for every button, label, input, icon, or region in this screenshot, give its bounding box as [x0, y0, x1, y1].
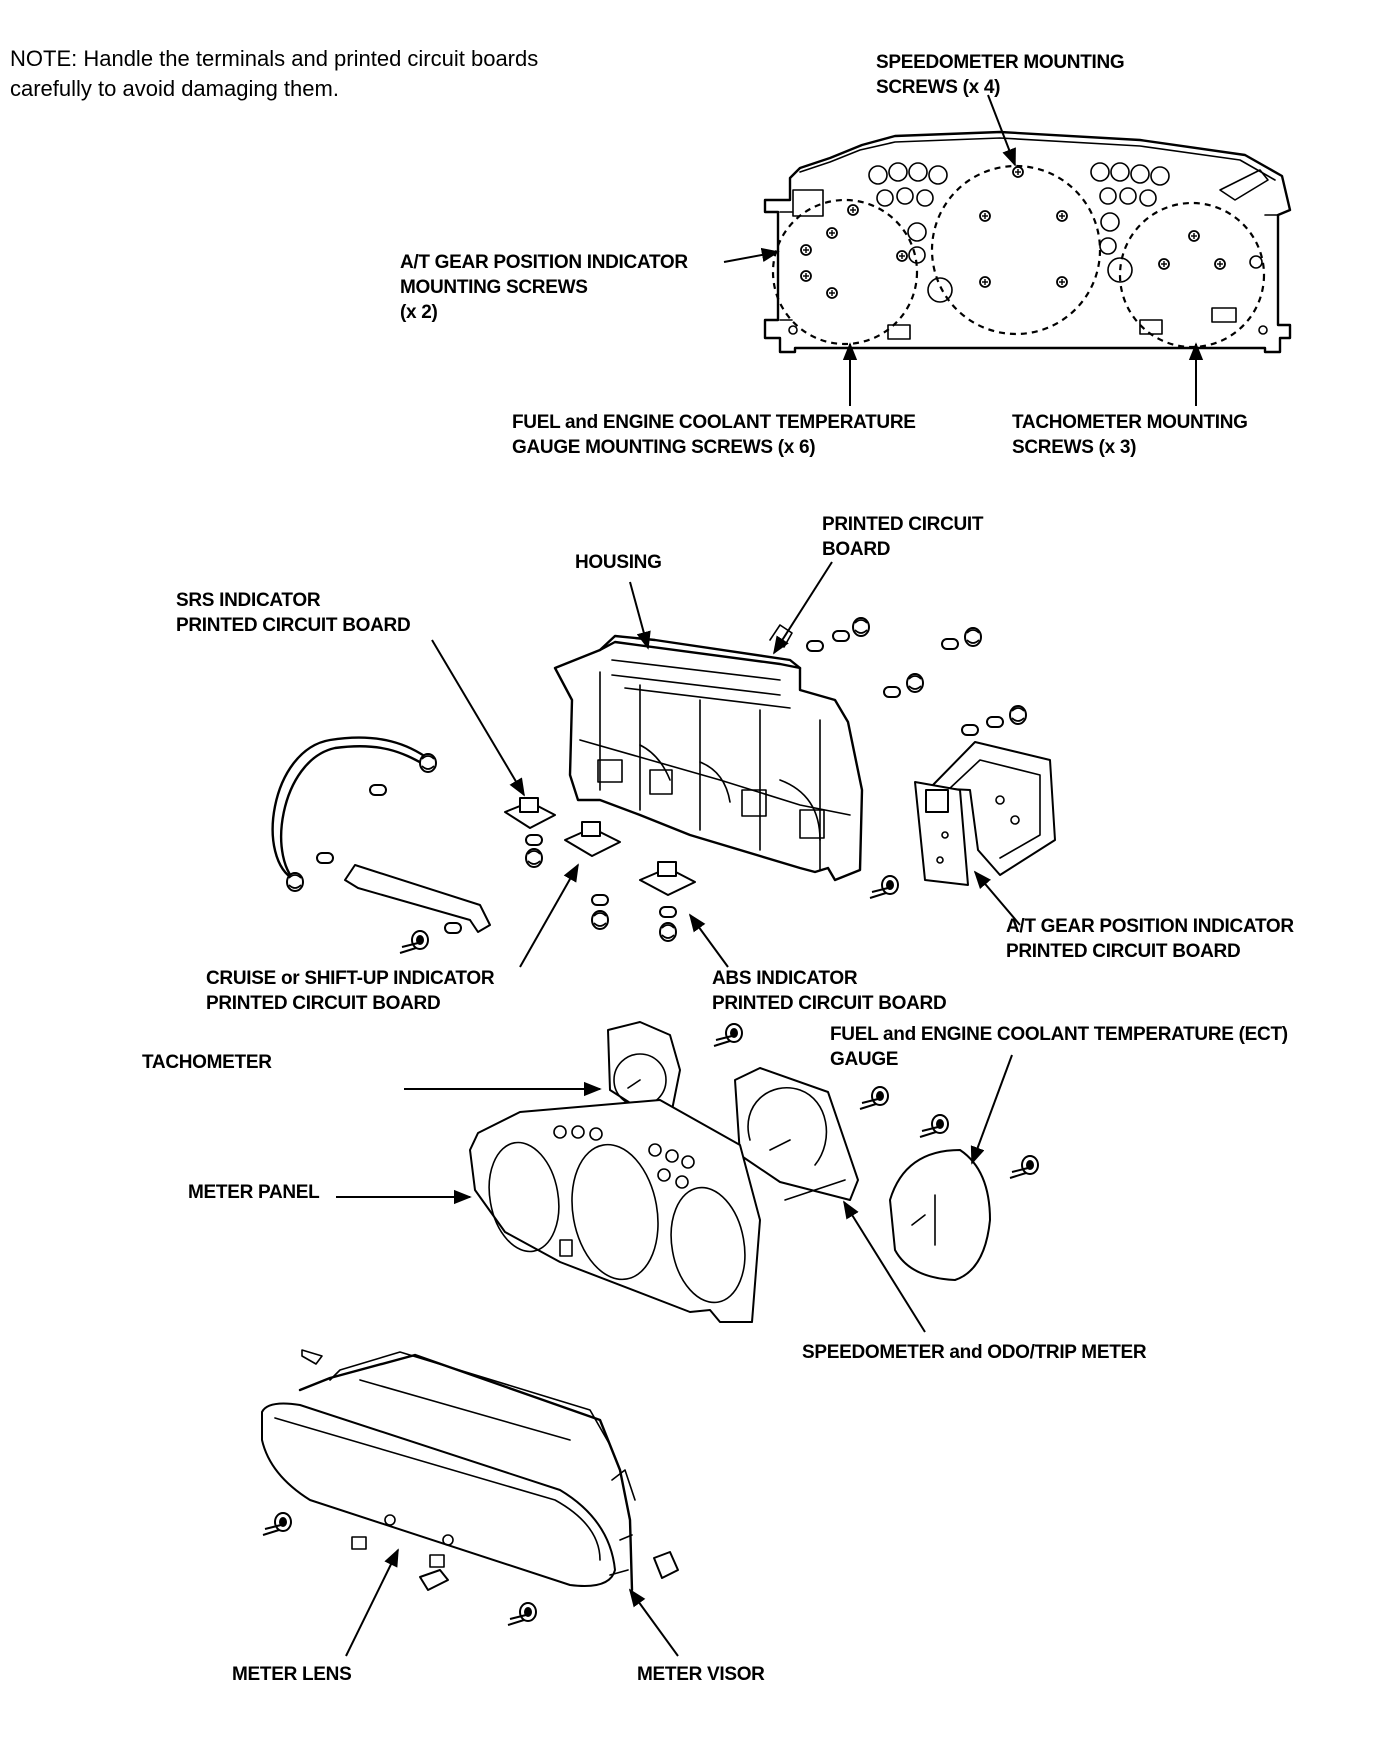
srs-pcb-label: SRS INDICATOR PRINTED CIRCUIT BOARD [176, 590, 411, 636]
printed-circuit-board [929, 741, 1056, 876]
bulbs-and-sockets [806, 617, 1027, 736]
abs-pcb-label: ABS INDICATOR PRINTED CIRCUIT BOARD [712, 968, 947, 1014]
tachometer-screws-label: TACHOMETER MOUNTING SCREWS (x 3) [1012, 412, 1248, 458]
tachometer-gauge [607, 1021, 743, 1123]
fuel-ect-gauge [889, 1114, 1039, 1281]
note-line-1: NOTE: Handle the terminals and printed c… [10, 46, 539, 71]
housing-assembly [553, 624, 864, 882]
fuel-ect-screws-label: FUEL and ENGINE COOLANT TEMPERATURE GAUG… [512, 412, 916, 458]
fuel-ect-gauge-label: FUEL and ENGINE COOLANT TEMPERATURE (ECT… [830, 1024, 1288, 1070]
handling-note: NOTE: Handle the terminals and printed c… [10, 44, 538, 104]
meter-back-view [763, 130, 1292, 354]
meter-visor-label: METER VISOR [637, 1664, 765, 1685]
meter-lens-visor [261, 1349, 679, 1626]
speedometer-screws-label: SPEEDOMETER MOUNTING SCREWS (x 4) [876, 52, 1125, 98]
indicator-pcbs [504, 797, 696, 942]
leader-lines [336, 94, 1204, 1657]
printed-circuit-board-label: PRINTED CIRCUIT BOARD [822, 514, 984, 560]
speedometer-odo-label: SPEEDOMETER and ODO/TRIP METER [802, 1342, 1147, 1363]
meter-lens-label: METER LENS [232, 1664, 352, 1685]
wire-harness [271, 736, 491, 954]
note-line-2: carefully to avoid damaging them. [10, 76, 339, 101]
at-gear-screws-label: A/T GEAR POSITION INDICATOR MOUNTING SCR… [400, 252, 688, 323]
speedometer-gauge [734, 1067, 889, 1201]
at-gear-pcb-label: A/T GEAR POSITION INDICATOR PRINTED CIRC… [1006, 916, 1294, 962]
at-gear-position-pcb [869, 781, 969, 899]
housing-label: HOUSING [575, 552, 662, 573]
cruise-pcb-label: CRUISE or SHIFT-UP INDICATOR PRINTED CIR… [206, 968, 495, 1014]
meter-panel-label: METER PANEL [188, 1182, 320, 1203]
meter-panel [469, 1099, 761, 1323]
tachometer-label: TACHOMETER [142, 1052, 272, 1073]
